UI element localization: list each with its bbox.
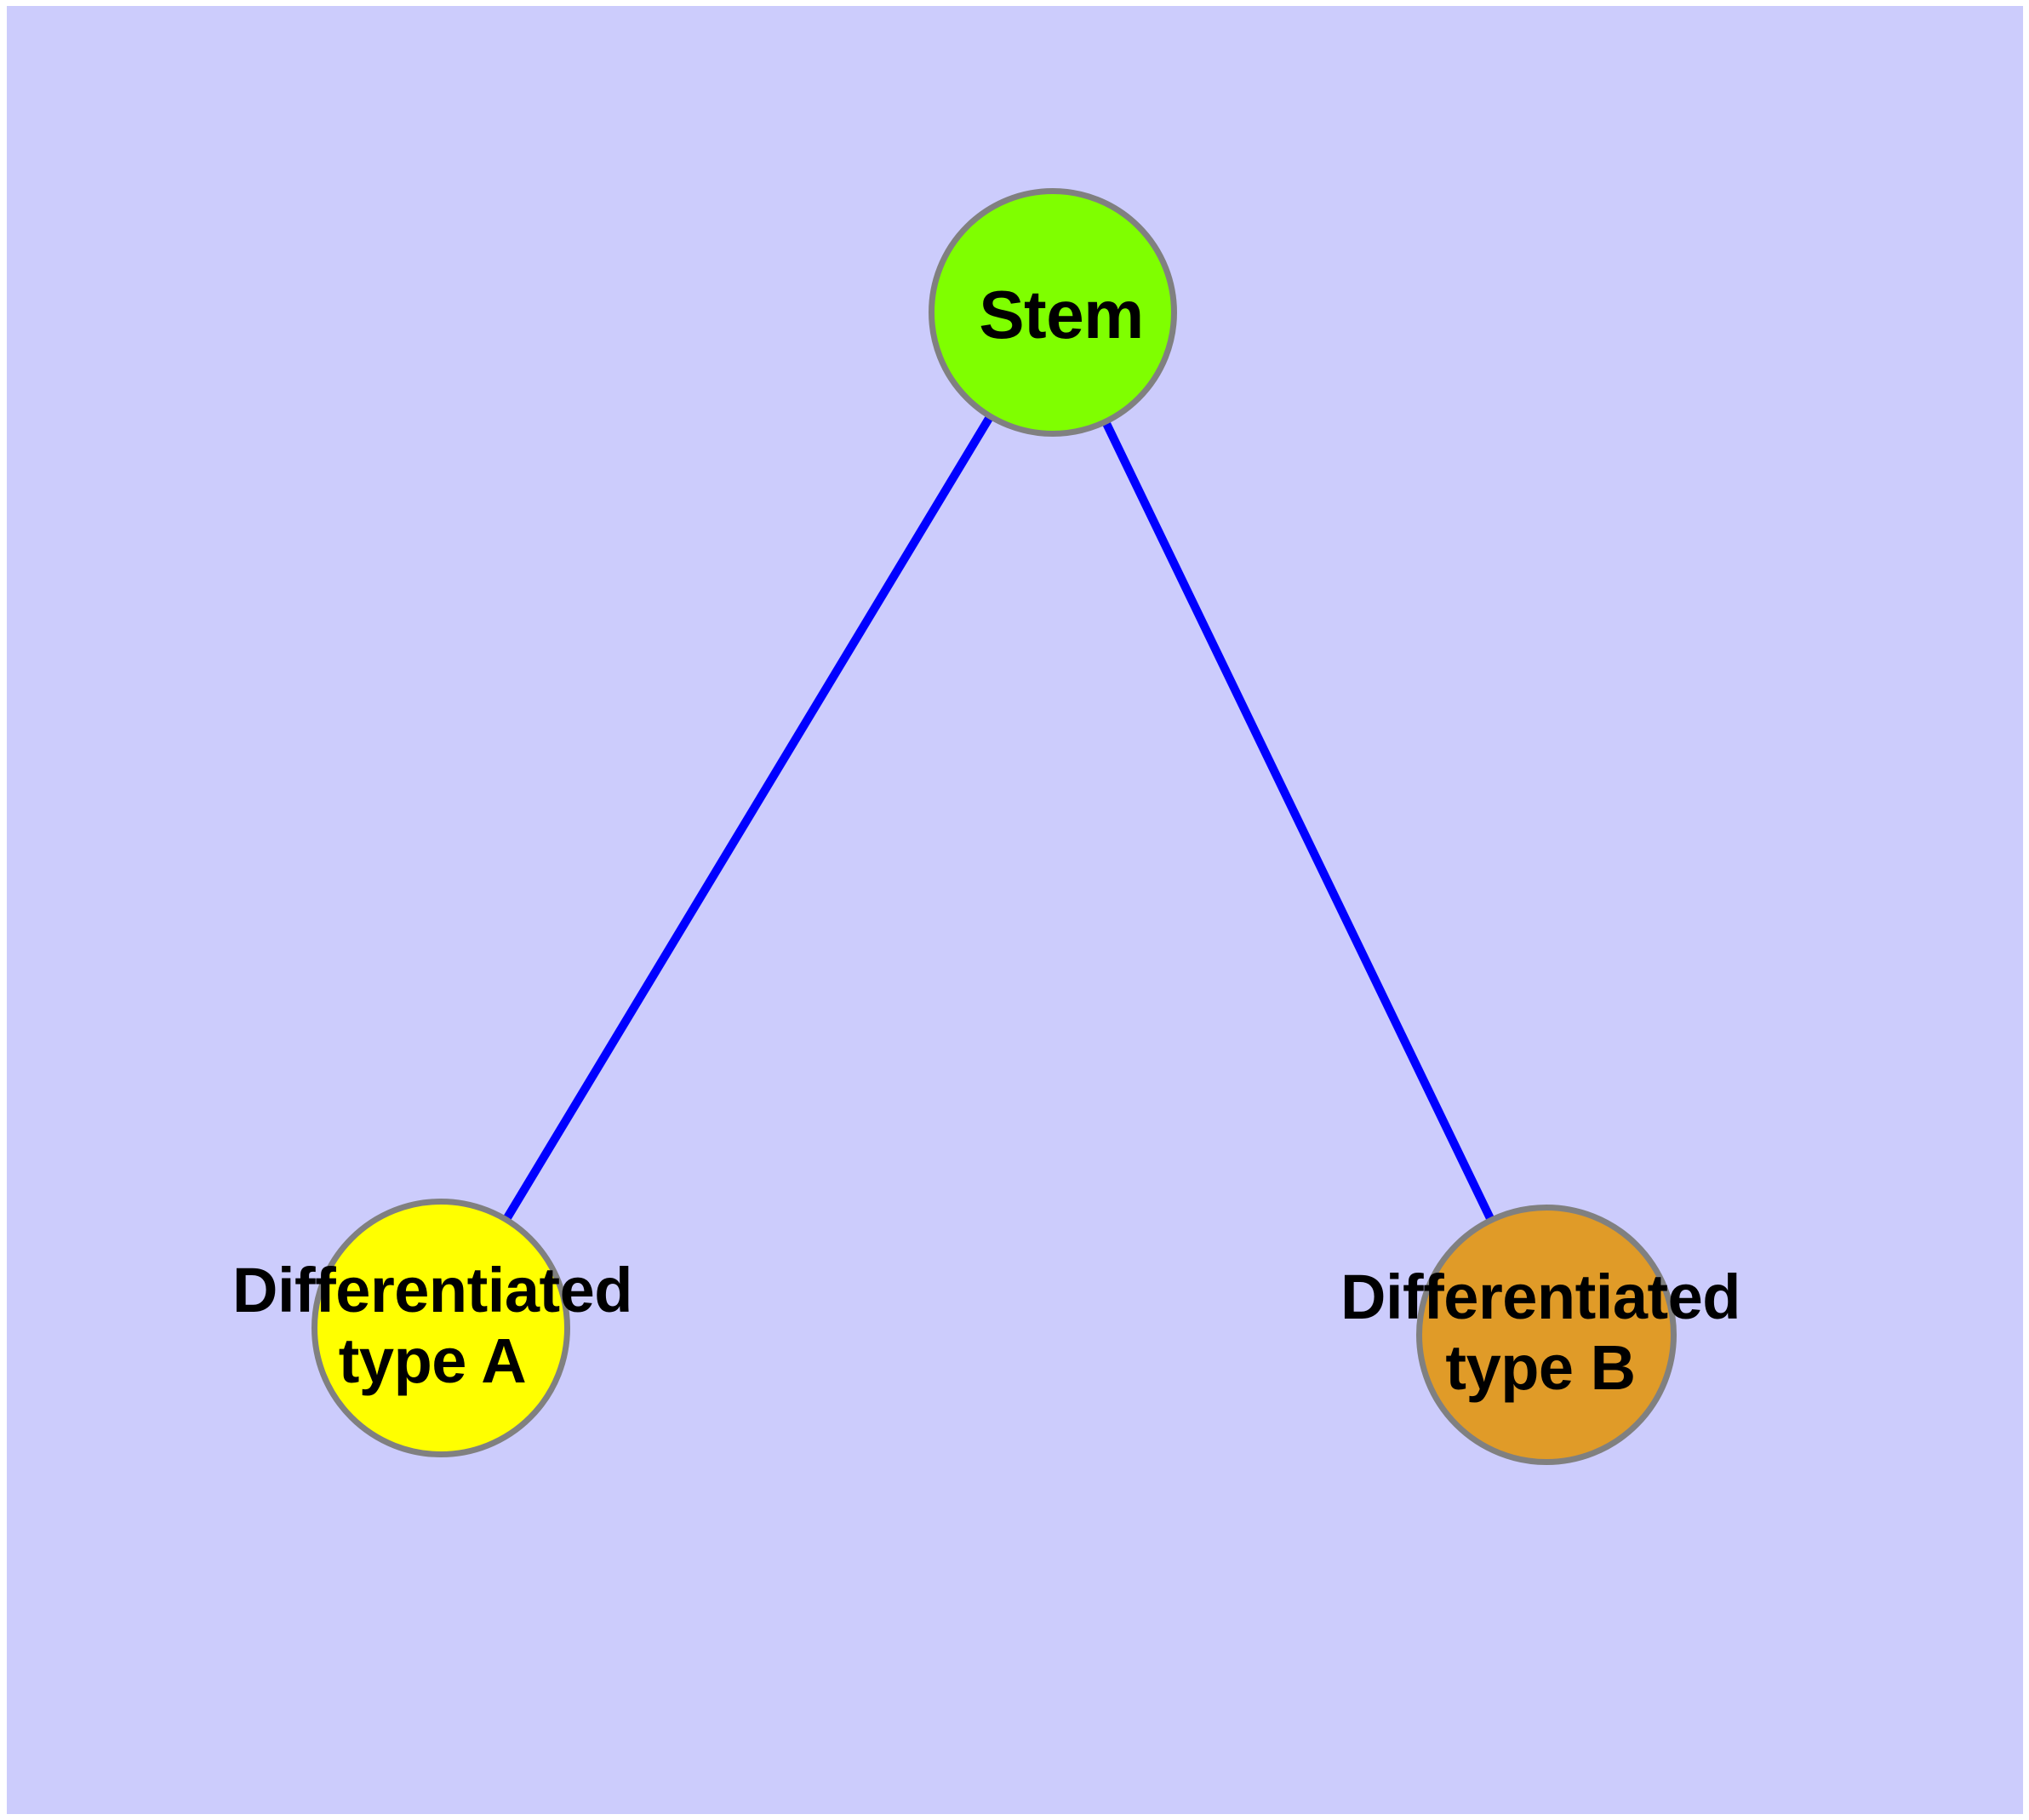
node-stem[interactable] <box>929 188 1177 437</box>
node-differentiated-type-b[interactable] <box>1416 1205 1677 1465</box>
edge-layer <box>437 310 1551 1337</box>
edge-stem-to-differentiated-type-b <box>1049 310 1551 1337</box>
graph-plane: Stem Differentiated type A Differentiate… <box>7 6 2023 1814</box>
edge-stem-to-differentiated-type-a <box>437 310 1057 1331</box>
node-layer <box>7 6 2023 1814</box>
node-differentiated-type-a[interactable] <box>311 1199 570 1457</box>
